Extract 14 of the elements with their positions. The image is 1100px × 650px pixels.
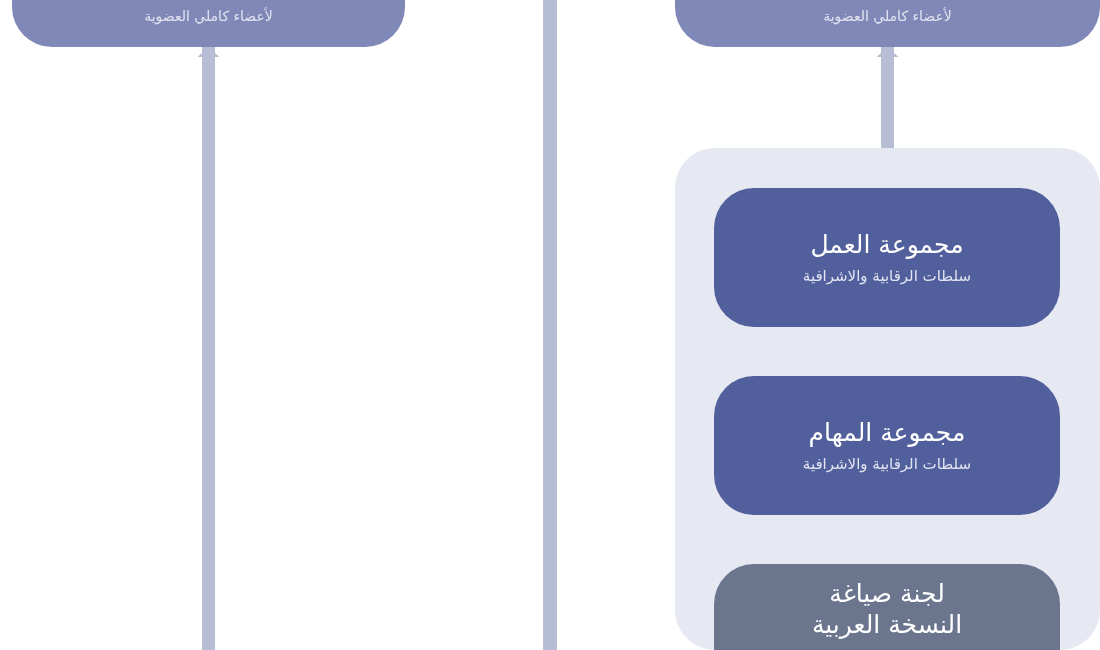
panel-background xyxy=(675,148,1100,650)
group-subtitle: سلطات الرقابية والاشرافية xyxy=(802,265,972,287)
group-title: مجموعة العمل xyxy=(810,229,964,262)
group-title: لجنة صياغة النسخة العربية xyxy=(810,578,964,641)
group-title: لأعضاء كاملي العضوية xyxy=(823,7,952,27)
divider-bar xyxy=(543,0,557,650)
group-box xyxy=(714,376,1060,515)
group-title: لأعضاء كاملي العضوية xyxy=(144,7,273,27)
arrow xyxy=(876,47,899,148)
group-box xyxy=(714,188,1060,327)
group-box xyxy=(714,564,1060,650)
group-subtitle: سلطات الرقابية والاشرافية xyxy=(802,453,972,475)
arrow xyxy=(197,47,220,650)
group-title: مجموعة المهام xyxy=(808,417,966,450)
